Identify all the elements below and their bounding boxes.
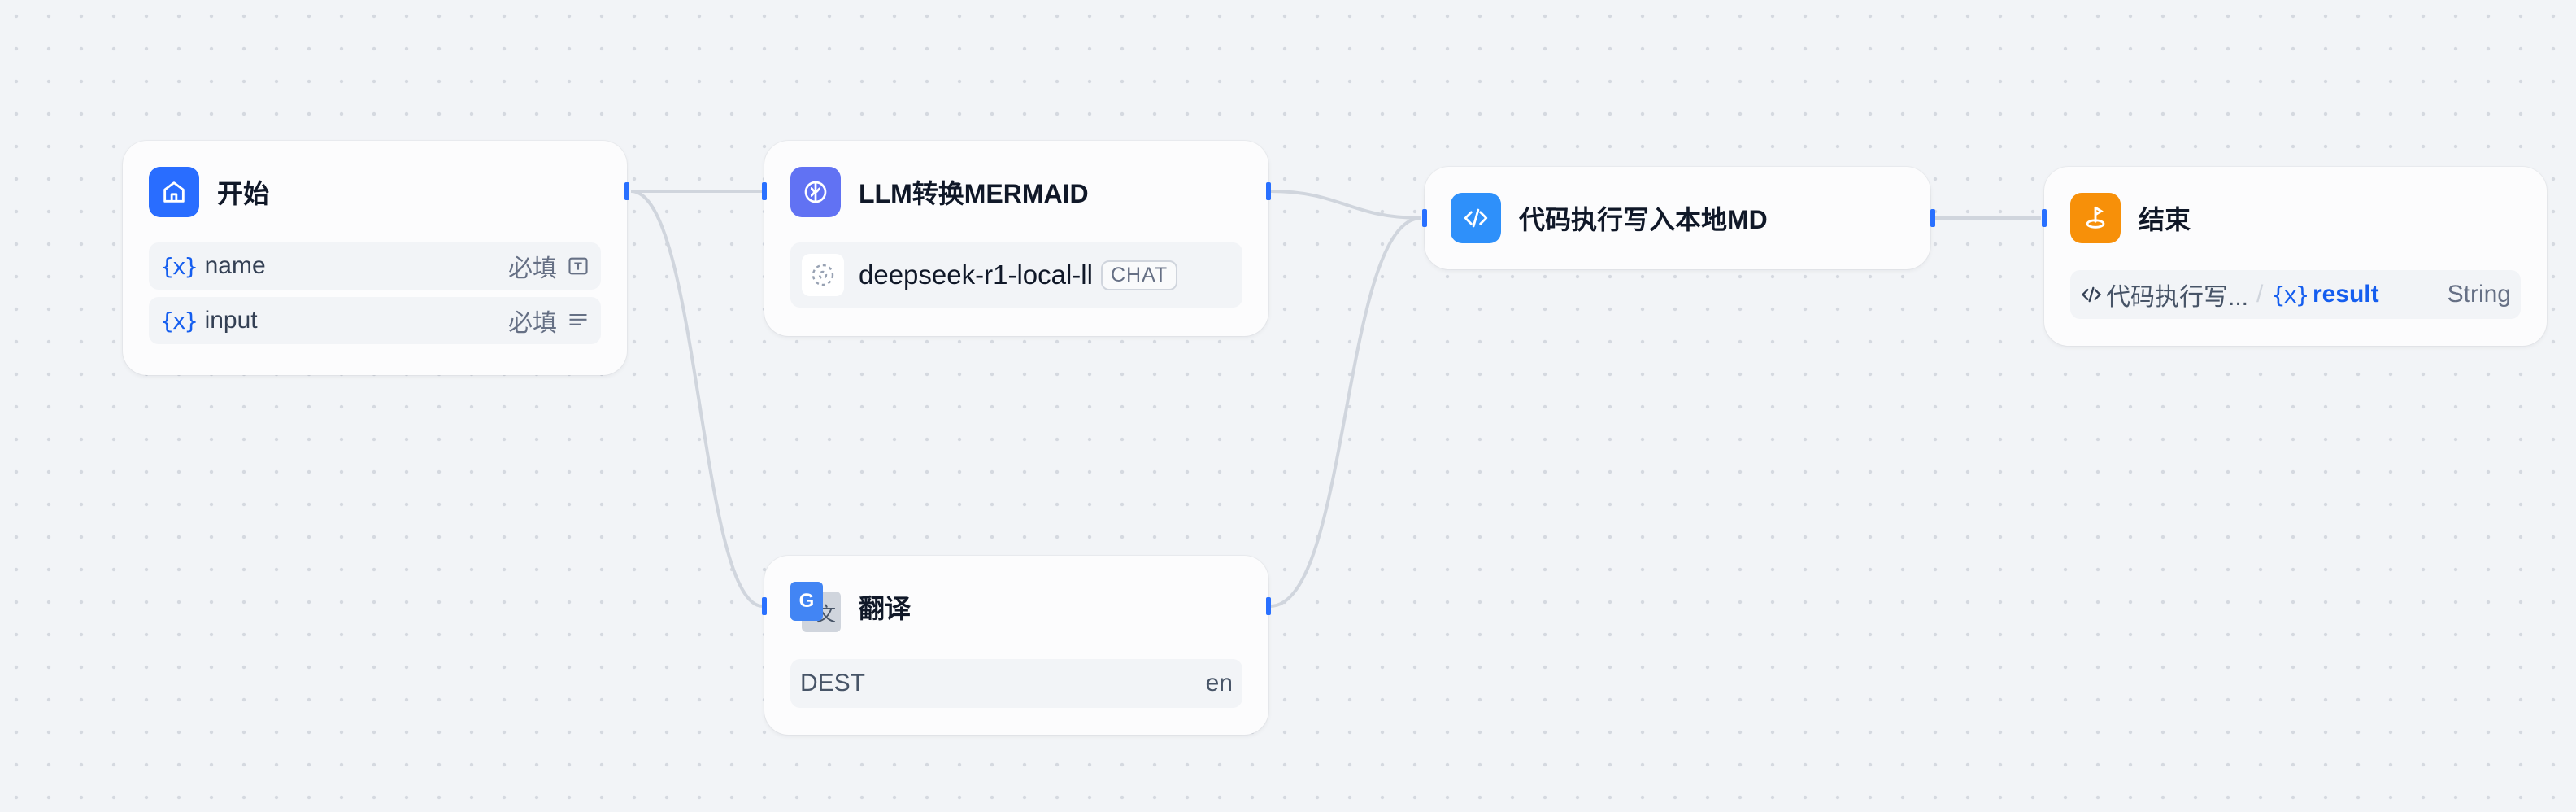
variable-icon: {x} <box>2271 281 2309 308</box>
var-required: 必填 <box>508 310 557 337</box>
code-input-handle[interactable] <box>1422 209 1427 227</box>
start-output-handle[interactable] <box>624 182 629 200</box>
end-flag-icon <box>2070 193 2121 243</box>
paragraph-icon <box>567 309 590 332</box>
translate-input-handle[interactable] <box>762 597 767 615</box>
llm-input-handle[interactable] <box>762 182 767 200</box>
translate-node-title: 翻译 <box>859 594 912 623</box>
end-node-header: 结束 <box>2070 193 2191 243</box>
model-selector[interactable]: deepseek-r1-local-ll CHAT <box>790 242 1242 308</box>
end-output-row[interactable]: 代码执行写... / {x} result String <box>2070 270 2521 319</box>
end-node-title: 结束 <box>2139 205 2191 234</box>
edge-translate-to-code <box>1269 216 1422 608</box>
translate-param-row[interactable]: DEST en <box>790 659 1242 708</box>
start-var-row[interactable]: {x} input 必填 <box>149 297 601 344</box>
start-node[interactable]: 开始 {x} name 必填 {x} input 必填 <box>123 141 629 375</box>
code-output-handle[interactable] <box>1930 209 1935 227</box>
model-provider-icon <box>802 254 844 296</box>
google-translate-icon: 文 G <box>790 582 841 632</box>
code-node[interactable]: 代码执行写入本地MD <box>1422 167 1935 269</box>
llm-node-header: LLM转换MERMAID <box>790 167 1089 217</box>
translate-node[interactable]: 文 G 翻译 DEST en <box>762 556 1271 735</box>
variable-icon: {x} <box>160 252 198 280</box>
edge-start-to-translate <box>630 190 764 608</box>
edge-llm-to-code <box>1269 190 1422 220</box>
llm-node-title: LLM转换MERMAID <box>859 179 1089 208</box>
home-icon <box>149 167 199 217</box>
code-node-header: 代码执行写入本地MD <box>1451 193 1768 243</box>
llm-output-handle[interactable] <box>1266 182 1271 200</box>
translate-node-header: 文 G 翻译 <box>790 582 911 632</box>
end-input-handle[interactable] <box>2042 209 2047 227</box>
model-name: deepseek-r1-local-ll <box>859 260 1093 290</box>
code-icon <box>1451 193 1501 243</box>
code-node-title: 代码执行写入本地MD <box>1519 205 1768 234</box>
output-var: result <box>2312 281 2379 308</box>
model-mode-badge: CHAT <box>1100 260 1178 290</box>
text-input-icon <box>567 255 590 277</box>
llm-brain-icon <box>790 167 841 217</box>
code-icon <box>2080 283 2103 306</box>
output-source: 代码执行写... <box>2106 284 2249 311</box>
path-separator: / <box>2256 281 2264 308</box>
var-name: name <box>204 252 266 279</box>
var-name: input <box>204 307 258 334</box>
output-type: String <box>2447 281 2511 308</box>
param-label: DEST <box>800 670 866 696</box>
translate-output-handle[interactable] <box>1266 597 1271 615</box>
var-required: 必填 <box>508 255 557 282</box>
start-var-row[interactable]: {x} name 必填 <box>149 242 601 290</box>
variable-icon: {x} <box>160 307 198 334</box>
param-value: en <box>1205 670 1233 696</box>
start-node-header: 开始 <box>149 167 269 217</box>
start-node-title: 开始 <box>217 179 270 208</box>
end-node[interactable]: 结束 代码执行写... / {x} result String <box>2042 167 2547 346</box>
llm-node[interactable]: LLM转换MERMAID deepseek-r1-local-ll CHAT <box>762 141 1271 336</box>
